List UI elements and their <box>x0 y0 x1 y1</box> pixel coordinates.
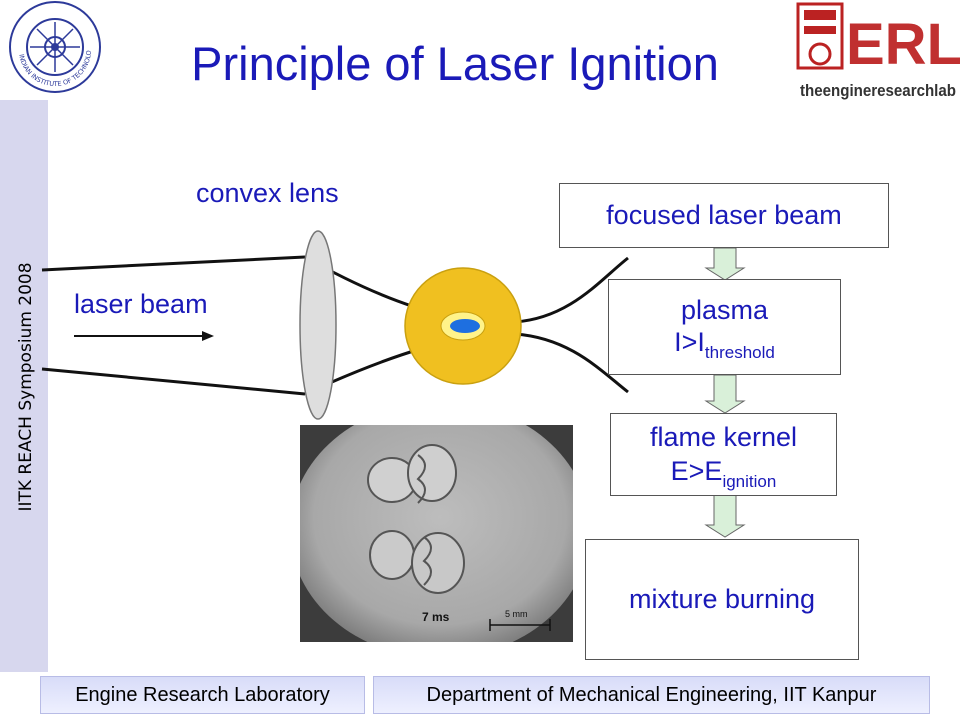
plasma-spot <box>450 319 480 333</box>
flame-kernel-photo: 7 ms 5 mm <box>300 425 573 642</box>
plasma-label: plasma <box>680 295 769 325</box>
flame-condition-base: E>E <box>670 456 723 486</box>
plasma-condition-sub: threshold <box>704 343 775 362</box>
arrow-down-1 <box>704 247 746 281</box>
page-title: Principle of Laser Ignition <box>191 37 719 90</box>
erl-logo: ERL theengineresearchlab <box>796 2 960 100</box>
flame-kernel-box: flame kernel E>Eignition <box>610 413 837 496</box>
flame-kernel-condition: E>Eignition <box>611 454 836 491</box>
mixture-burning-box: mixture burning <box>585 539 859 660</box>
convex-lens-label: convex lens <box>196 178 339 208</box>
photo-time-label: 7 ms <box>422 610 450 624</box>
focused-laser-beam-box: focused laser beam <box>559 183 889 248</box>
flame-condition-sub: ignition <box>722 472 777 491</box>
plasma-condition-base: I>I <box>674 327 705 357</box>
plasma-condition: I>Ithreshold <box>609 326 840 361</box>
laser-beam-label: laser beam <box>74 289 208 319</box>
side-bar <box>0 100 48 672</box>
arrow-down-3 <box>704 494 746 538</box>
beam-upper-line <box>41 255 306 272</box>
down-arrows <box>704 247 746 538</box>
arrow-down-2 <box>704 374 746 414</box>
footer-department: Department of Mechanical Engineering, II… <box>373 676 930 714</box>
svg-text:theengineresearchlab: theengineresearchlab <box>800 81 956 100</box>
photo-scale-label: 5 mm <box>505 609 528 619</box>
laser-arrow-head <box>202 331 214 341</box>
svg-text:ERL: ERL <box>846 12 960 77</box>
plasma-box: plasma I>Ithreshold <box>608 279 841 375</box>
flame-kernel-label: flame kernel <box>649 422 798 452</box>
convex-lens-shape <box>299 230 337 420</box>
beam-lower-line <box>41 367 306 396</box>
iitk-logo: INDIAN INSTITUTE OF TECHNOLOGY KANPUR <box>8 0 101 93</box>
footer-lab-name: Engine Research Laboratory <box>40 676 365 714</box>
